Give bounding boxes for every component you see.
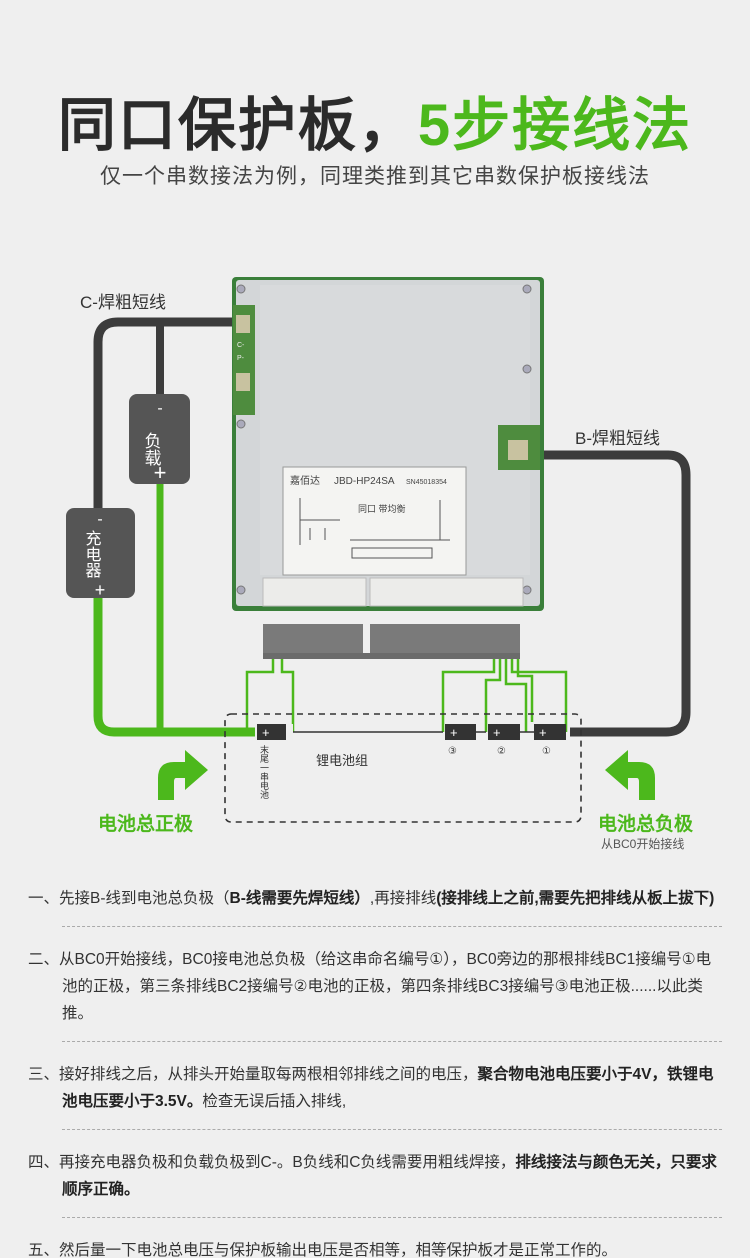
step-text: ,再接排线: [369, 890, 437, 907]
negative-label: 电池总负极: [598, 812, 694, 835]
cell-1: +: [534, 724, 566, 740]
bc-leads: [441, 659, 568, 732]
cell-last: +: [257, 724, 293, 740]
step-item: 二、从BC0开始接线，BC0接电池总负极（给这串命名编号①），BC0旁边的那根排…: [28, 941, 722, 1041]
cell-plus: +: [493, 725, 501, 740]
pad-p: P-: [237, 355, 245, 362]
c-wire-label: C-焊粗短线: [80, 293, 166, 312]
step-number: 三、: [28, 1066, 60, 1083]
protection-board: C- P- 嘉佰达 JBD-HP24SA SN45018354 同口 带均衡: [232, 277, 544, 611]
arrow-positive-icon: [158, 750, 208, 800]
step-text: (接排线上之前,需要先把排线从板上拔下): [436, 890, 715, 907]
step-divider: [62, 1041, 722, 1042]
load-minus: -: [157, 400, 162, 417]
step-item: 四、再接充电器负极和负载负极到C-。B负线和C负线需要用粗线焊接，排线接法与颜色…: [28, 1144, 722, 1217]
step-divider: [62, 926, 722, 927]
title-green: 5步接线法: [417, 93, 693, 158]
step-number: 二、: [28, 951, 60, 968]
step-text: 再接充电器负极和负载负极到C-。B负线和C负线需要用粗线焊接，: [59, 1154, 516, 1171]
charger-label: 充电器: [83, 530, 102, 578]
step-item: 一、先接B-线到电池总负极（B-线需要先焊短线）,再接排线(接排线上之前,需要先…: [28, 880, 722, 926]
step-number: 五、: [28, 1242, 60, 1258]
pack-label: 锂电池组: [316, 753, 368, 768]
board-sn: SN45018354: [406, 479, 447, 486]
step-divider: [62, 1129, 722, 1130]
load-label: 负载: [142, 432, 162, 466]
cell-2: +: [488, 724, 520, 740]
step-divider: [62, 1217, 722, 1218]
step-number: 一、: [28, 890, 60, 907]
cell-number-3: ③: [448, 746, 457, 757]
last-cell-label: 末尾一串电池: [259, 744, 269, 799]
cell-plus: +: [539, 725, 547, 740]
step-text: 接好排线之后，从排头开始量取每两根相邻排线之间的电压，: [59, 1066, 478, 1083]
b-wire-label: B-焊粗短线: [575, 429, 660, 448]
step-number: 四、: [28, 1154, 60, 1171]
load-box: - 负载 +: [129, 394, 190, 485]
cell-number-1: ①: [542, 746, 551, 757]
board-type: 同口 带均衡: [358, 503, 406, 514]
bc-last-lead: [245, 659, 295, 732]
negative-sublabel: 从BC0开始接线: [601, 836, 684, 851]
load-plus: +: [154, 460, 167, 485]
steps-list: 一、先接B-线到电池总负极（B-线需要先焊短线）,再接排线(接排线上之前,需要先…: [28, 880, 722, 1258]
charger-plus: +: [95, 580, 106, 600]
step-text: 从BC0开始接线，BC0接电池总负极（给这串命名编号①），BC0旁边的那根排线B…: [59, 951, 712, 1022]
cell-plus: +: [262, 725, 270, 740]
step-text: 先接B-线到电池总负极（: [59, 890, 230, 907]
b-minus-wire: [538, 450, 691, 737]
charger-plus-wire: [93, 590, 255, 737]
positive-label: 电池总正极: [98, 812, 194, 835]
page-subtitle: 仅一个串数接法为例，同理类推到其它串数保护板接线法: [100, 165, 650, 188]
page-title: 同口保护板，5步接线法: [0, 78, 750, 168]
step-item: 三、接好排线之后，从排头开始量取每两根相邻排线之间的电压，聚合物电池电压要小于4…: [28, 1056, 722, 1129]
charger-minus: -: [97, 511, 102, 528]
charger-box: - 充电器 +: [66, 508, 135, 600]
step-item: 五、然后量一下电池总电压与保护板输出电压是否相等，相等保护板才是正常工作的。: [28, 1232, 722, 1258]
board-model: JBD-HP24SA: [334, 476, 395, 487]
step-text: 然后量一下电池总电压与保护板输出电压是否相等，相等保护板才是正常工作的。: [59, 1242, 618, 1258]
battery-pack-box: [224, 713, 582, 823]
pad-c: C-: [237, 342, 245, 349]
step-text: 排线接法与颜色无关，只要求顺序正确。: [62, 1154, 717, 1198]
plug-right: [370, 624, 520, 654]
cell-3: +: [445, 724, 476, 740]
plug-left: [263, 624, 363, 654]
wiring-diagram: C- P- 嘉佰达 JBD-HP24SA SN45018354 同口 带均衡 +…: [66, 277, 694, 851]
step-text: 检查无误后插入排线,: [202, 1093, 347, 1110]
arrow-negative-icon: [605, 750, 655, 800]
step-text: 聚合物电池电压要小于4V，铁锂电池电压要小于3.5V。: [62, 1066, 714, 1110]
c-minus-wire: [93, 317, 243, 525]
title-dark: 同口保护板，: [57, 93, 418, 158]
cell-plus: +: [450, 725, 458, 740]
cell-number-2: ②: [497, 746, 506, 757]
board-brand: 嘉佰达: [290, 474, 320, 487]
step-text: B-线需要先焊短线）: [229, 890, 370, 907]
